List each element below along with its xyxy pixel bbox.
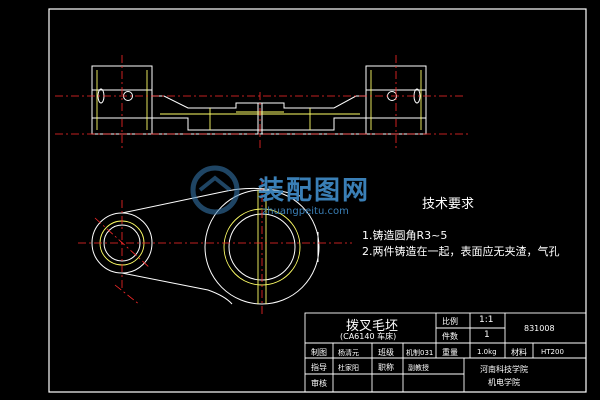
scale-value: 1:1	[479, 315, 494, 325]
draw-name: 杨清元	[338, 349, 359, 357]
title-label: 职称	[378, 363, 394, 372]
qty-value: 1	[484, 330, 490, 340]
watermark-logo	[190, 165, 240, 215]
requirement-item: 1.铸造圆角R3~5	[362, 229, 448, 242]
qty-label: 件数	[442, 332, 458, 341]
requirements-title: 技术要求	[422, 197, 475, 212]
watermark-url: zhuangpeitu.com	[262, 206, 349, 217]
weight-value: 1.0kg	[477, 348, 497, 356]
guide-name: 杜家阳	[338, 364, 359, 372]
front-view-centerlines	[78, 178, 352, 316]
watermark-brand: 装配图网	[258, 176, 371, 206]
weight-label: 重量	[442, 348, 458, 357]
class-value: 机制031	[406, 349, 434, 357]
review-label: 审核	[311, 379, 327, 388]
school-name: 河南科技学院	[480, 365, 528, 374]
material-label: 材料	[511, 348, 527, 357]
part-name: 拨叉毛坯	[346, 319, 399, 334]
title-value: 副教授	[408, 364, 429, 372]
title-block-grid	[304, 312, 587, 393]
scale-label: 比例	[442, 317, 458, 326]
college-name: 机电学院	[488, 378, 520, 387]
machine-name: (CA6140 车床)	[340, 332, 397, 341]
requirement-item: 2.两件铸造在一起，表面应无夹渣，气孔	[362, 245, 560, 258]
top-view-hidden-lines	[96, 70, 422, 130]
drawing-number: 831008	[524, 324, 555, 333]
class-label: 班级	[378, 348, 394, 357]
top-view-centerlines	[55, 55, 470, 150]
top-view	[91, 65, 427, 135]
material-value: HT200	[541, 348, 564, 356]
draw-label: 制图	[311, 348, 327, 357]
front-view	[91, 187, 320, 305]
guide-label: 指导	[311, 363, 327, 372]
